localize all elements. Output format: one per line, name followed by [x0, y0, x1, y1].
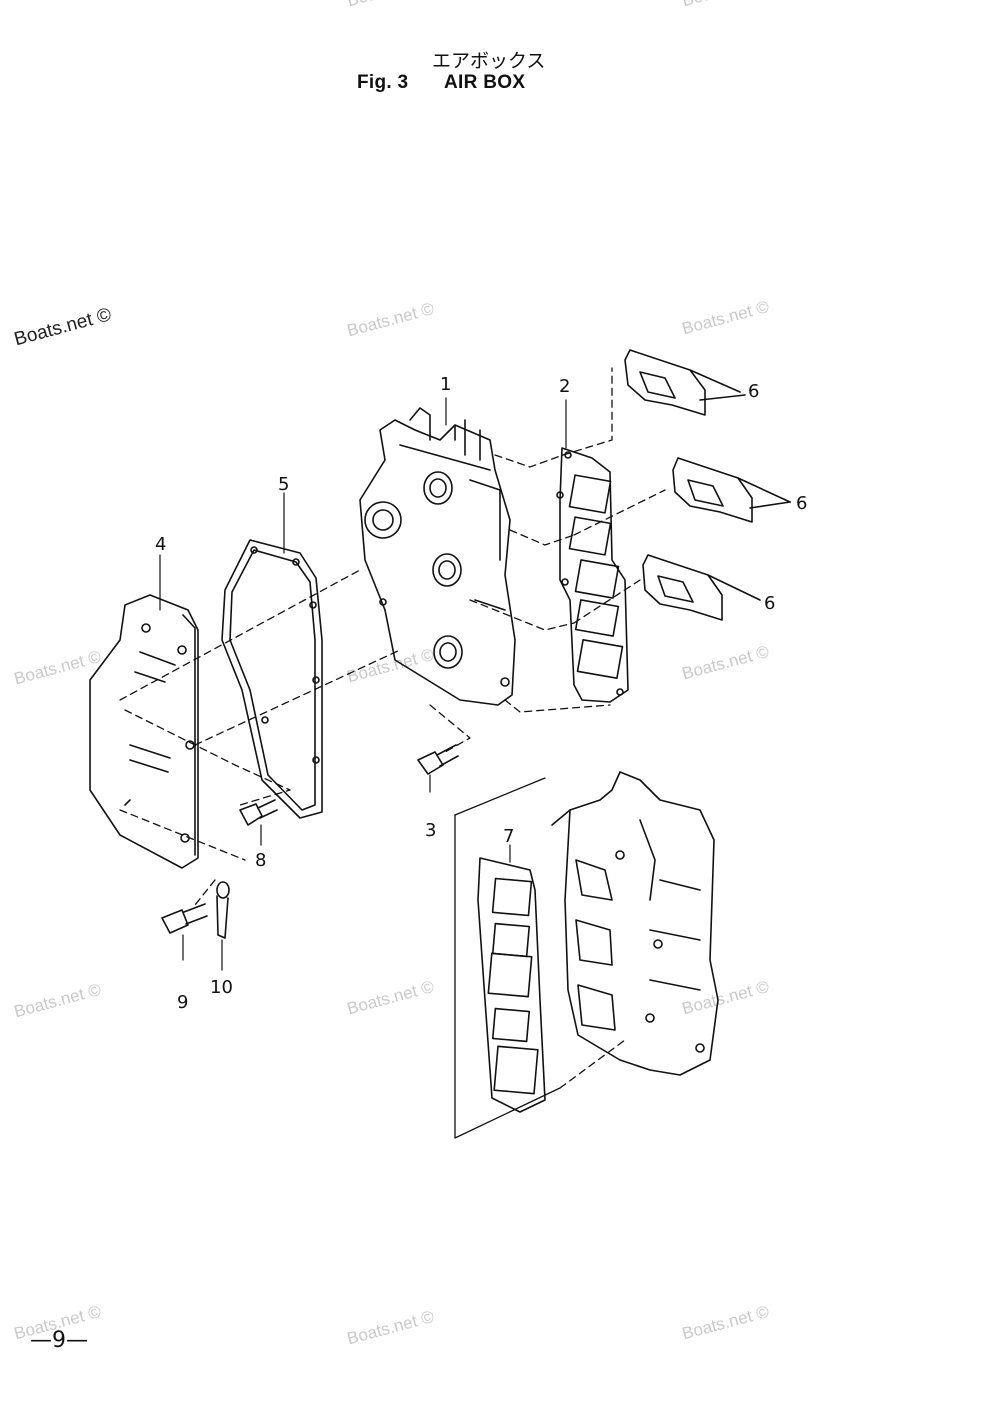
part-air-box-body — [359, 407, 516, 706]
part-cylinder-block — [551, 771, 719, 1076]
part-gasket-7 — [477, 857, 546, 1113]
part-bolt-3 — [417, 744, 459, 775]
callout-6: 6 — [796, 493, 807, 514]
callout-5: 5 — [278, 474, 289, 495]
figure-title: Fig. 3 AIR BOX — [357, 72, 525, 94]
page-number: —9— — [30, 1328, 88, 1353]
callout-2: 2 — [559, 376, 570, 397]
part-clip-10 — [216, 881, 230, 939]
part-reed-valve-bottom — [642, 554, 761, 621]
part-bolt-9 — [161, 903, 208, 934]
part-reed-valve-middle — [672, 457, 791, 523]
figure-number: Fig. 3 — [357, 72, 409, 93]
callout-6: 6 — [764, 593, 775, 614]
part-gasket — [221, 539, 323, 819]
part-reed-gasket — [556, 447, 629, 703]
callout-6: 6 — [748, 381, 759, 402]
callout-1: 1 — [440, 374, 451, 395]
figure-title-japanese: エアボックス — [432, 50, 546, 72]
callout-4: 4 — [155, 534, 166, 555]
figure-name: AIR BOX — [444, 72, 526, 93]
callout-9: 9 — [177, 992, 188, 1013]
callout-leaders — [159, 397, 567, 971]
callout-3: 3 — [425, 820, 436, 841]
callouts: 1 2 3 4 5 6 6 6 7 8 9 10 — [155, 374, 807, 1013]
callout-10: 10 — [210, 977, 233, 998]
callout-7: 7 — [503, 826, 514, 847]
bracket-lines — [454, 777, 561, 1139]
part-reed-valve-top — [624, 349, 746, 416]
part-bolt-8 — [239, 799, 278, 826]
part-air-box-cover — [89, 594, 199, 869]
callout-8: 8 — [255, 850, 266, 871]
